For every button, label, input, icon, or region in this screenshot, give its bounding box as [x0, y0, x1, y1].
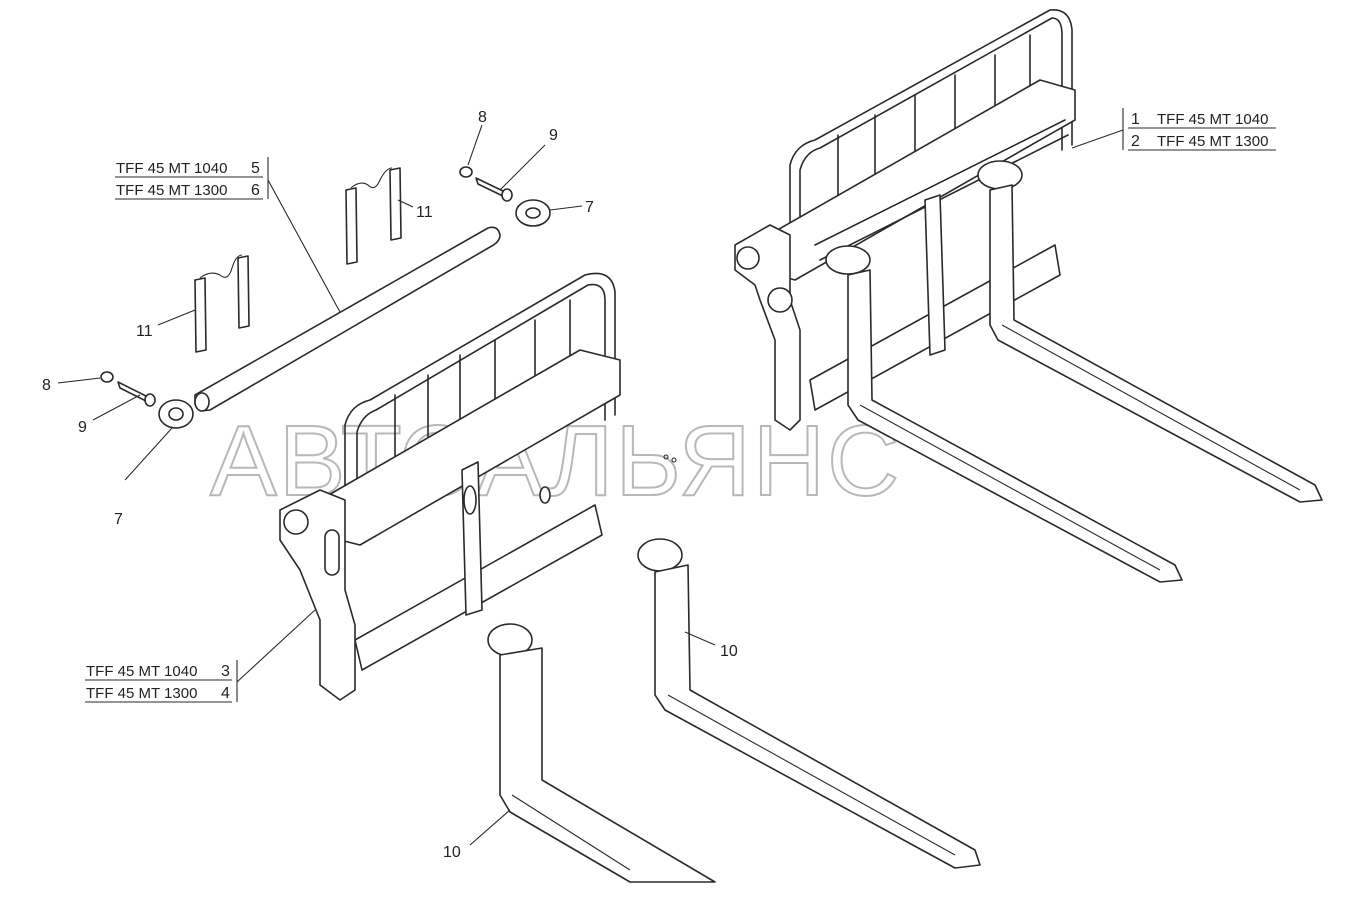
lock-pins — [194, 167, 402, 353]
label-6-code: TFF 45 MT 1300 — [116, 182, 227, 199]
fasteners — [100, 166, 677, 463]
label-3-code: TFF 45 MT 1040 — [86, 663, 197, 680]
label-group-5-6: TFF 45 MT 1040 5 TFF 45 MT 1300 6 — [115, 157, 341, 313]
callout-numbers: 8 9 7 11 11 8 9 7 10 10 — [42, 109, 738, 861]
label-5-code: TFF 45 MT 1040 — [116, 160, 227, 177]
label-4-number: 4 — [221, 685, 230, 702]
label-group-1-2: 1 TFF 45 MT 1040 2 TFF 45 MT 1300 — [1071, 108, 1276, 151]
label-2-code: TFF 45 MT 1300 — [1157, 133, 1268, 150]
shaft-part — [194, 226, 501, 412]
label-4-code: TFF 45 MT 1300 — [86, 685, 197, 702]
label-5-number: 5 — [251, 160, 260, 177]
label-1-number: 1 — [1131, 111, 1140, 128]
callout-9-top: 9 — [549, 127, 558, 144]
callout-11-lower: 11 — [136, 323, 153, 340]
callout-10-lower: 10 — [443, 844, 461, 861]
callout-8-top: 8 — [478, 109, 487, 126]
exploded-carriage — [279, 272, 621, 701]
callout-7-left: 7 — [114, 511, 123, 528]
callout-7-right: 7 — [585, 199, 594, 216]
loose-forks — [487, 538, 981, 883]
label-6-number: 6 — [251, 182, 260, 199]
label-1-code: TFF 45 MT 1040 — [1157, 111, 1268, 128]
label-2-number: 2 — [1131, 133, 1140, 150]
callout-10-upper: 10 — [720, 643, 738, 660]
label-3-number: 3 — [221, 663, 230, 680]
callout-8-left: 8 — [42, 377, 51, 394]
callout-9-left: 9 — [78, 419, 87, 436]
callout-11-upper: 11 — [416, 204, 433, 221]
label-group-3-4: TFF 45 MT 1040 3 TFF 45 MT 1300 4 — [85, 609, 316, 703]
assembled-carriage — [734, 9, 1323, 583]
